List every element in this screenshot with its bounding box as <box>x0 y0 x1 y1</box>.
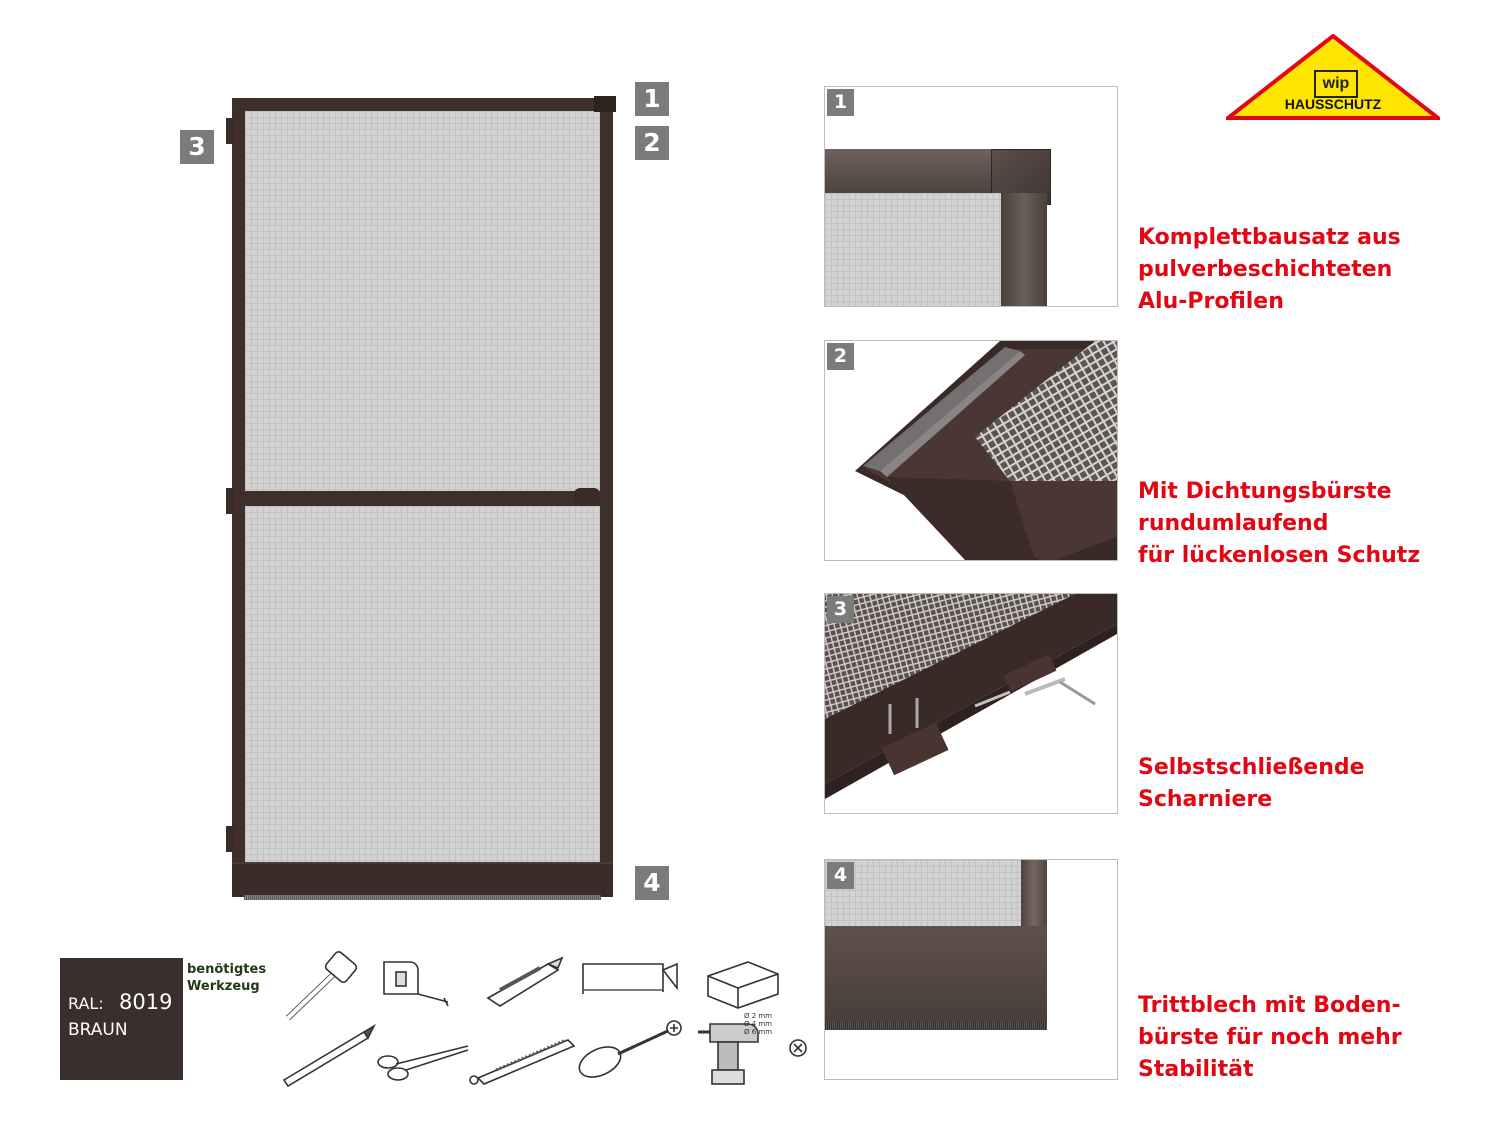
tools-heading: benötigtes Werkzeug <box>187 962 267 994</box>
door-hinge-top <box>226 118 234 144</box>
brand-logo: wip HAUSSCHUTZ <box>1226 34 1440 120</box>
detail-4-kick-plate <box>825 926 1047 1022</box>
detail-panel-2: 2 <box>824 340 1118 561</box>
brand-name: HAUSSCHUTZ <box>1284 96 1382 112</box>
hacksaw-icon <box>582 962 678 994</box>
drill-bit-sizes: Ø 2 mm Ø 4 mm Ø 6 mm <box>744 1012 772 1036</box>
detail-4-mesh <box>825 860 1021 926</box>
drill-bit-size: Ø 4 mm <box>744 1020 773 1028</box>
detail-2-seal-brush-illustration <box>855 341 1117 560</box>
file-icon <box>469 1038 576 1085</box>
detail-panel-4: 4 <box>824 859 1118 1080</box>
door-kick-plate <box>232 862 613 897</box>
screwdriver-icon <box>578 1020 682 1078</box>
detail-badge-4: 4 <box>827 862 854 889</box>
detail-4-bottom-brush <box>825 1022 1047 1030</box>
door-hinge-bottom <box>226 826 234 852</box>
brand-logo-box: wip <box>1314 70 1358 98</box>
door-upper-mesh <box>245 111 600 491</box>
drill-bit-icon <box>789 1039 807 1057</box>
door-lower-mesh <box>245 506 600 862</box>
marker-badge-1: 1 <box>635 82 669 116</box>
screen-door-illustration <box>222 96 622 902</box>
detail-1-mesh <box>825 193 1001 306</box>
utility-knife-icon <box>486 956 564 1007</box>
detail-panel-1: 1 <box>824 86 1118 307</box>
tape-measure-icon <box>383 961 449 1007</box>
detail-1-frame-side <box>1001 193 1047 306</box>
ral-color-chip: RAL: 8019 BRAUN <box>60 958 183 1080</box>
color-name: BRAUN <box>68 1020 128 1040</box>
feature-caption-3: Selbstschließende Scharniere <box>1138 755 1365 812</box>
door-hinge-middle <box>226 488 234 514</box>
miter-box-icon <box>707 961 779 1009</box>
door-corner-cap <box>594 96 616 112</box>
detail-badge-2: 2 <box>827 343 854 370</box>
marker-badge-3: 3 <box>180 130 214 164</box>
door-bottom-brush <box>244 895 601 900</box>
ral-label: RAL: <box>68 994 104 1013</box>
pencil-icon <box>282 1023 376 1088</box>
drill-bit-size: Ø 6 mm <box>744 1028 773 1036</box>
detail-badge-1: 1 <box>827 89 854 116</box>
cordless-drill-icon <box>698 1023 759 1085</box>
tools-illustration <box>282 951 807 1088</box>
feature-caption-2: Mit Dichtungsbürste rundumlaufend für lü… <box>1138 479 1421 568</box>
door-handle <box>574 488 600 510</box>
ral-code: 8019 <box>119 990 173 1014</box>
marker-badge-4: 4 <box>635 866 669 900</box>
detail-3-hinge-illustration <box>825 594 1117 799</box>
feature-caption-1: Komplettbausatz aus pulverbeschichteten … <box>1138 225 1401 314</box>
door-middle-bar <box>232 491 613 506</box>
scissors-icon <box>377 1045 469 1081</box>
drill-bit-size: Ø 2 mm <box>744 1012 773 1020</box>
detail-panel-3: 3 <box>824 593 1118 814</box>
detail-badge-3: 3 <box>827 596 854 623</box>
feature-caption-4: Trittblech mit Boden- bürste für noch me… <box>1138 993 1402 1082</box>
door-top-frame <box>232 98 613 111</box>
mallet-icon <box>285 951 358 1021</box>
marker-badge-2: 2 <box>635 126 669 160</box>
